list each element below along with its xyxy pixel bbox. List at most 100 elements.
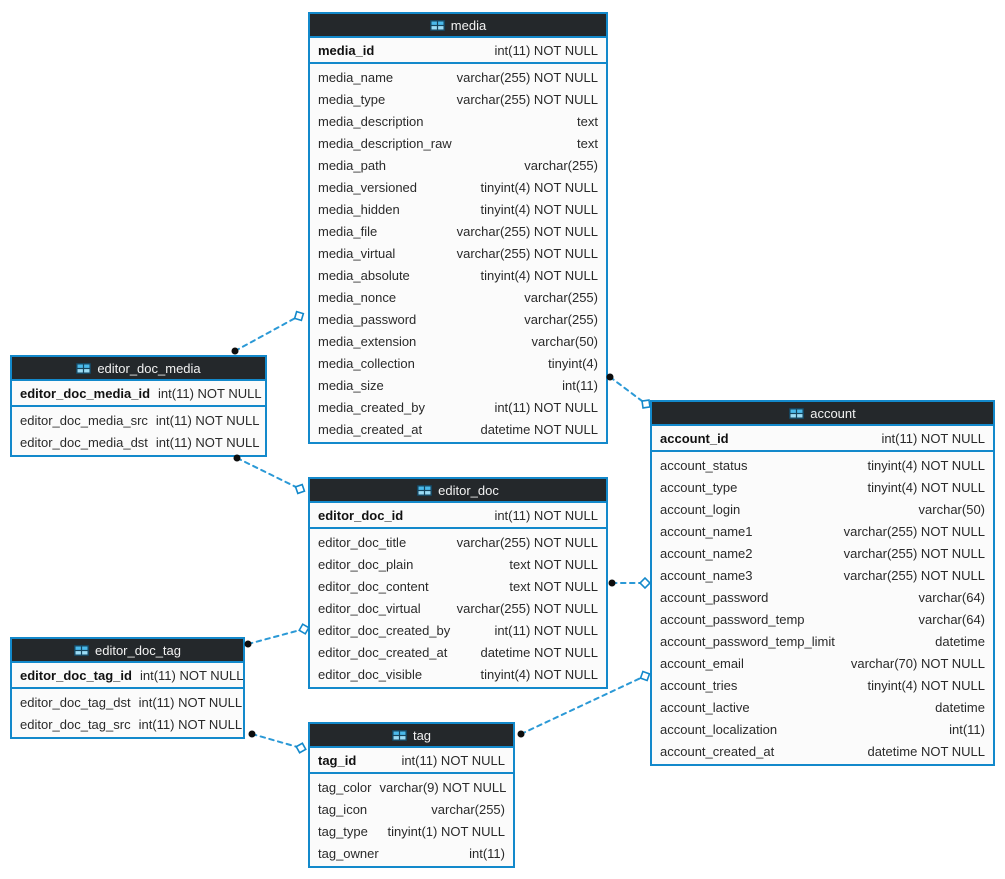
column-name: account_type — [660, 479, 738, 495]
table-header[interactable]: tag — [310, 724, 513, 748]
table-header[interactable]: media — [310, 14, 606, 38]
column-name: editor_doc_title — [318, 534, 407, 550]
column-type: int(11) NOT NULL — [401, 752, 505, 768]
column-name: media_password — [318, 311, 417, 327]
relationship-line[interactable] — [609, 376, 647, 405]
table-title: tag — [412, 727, 432, 743]
column-type: tinyint(4) — [548, 355, 598, 371]
column-row[interactable]: account_type tinyint(4) NOT NULL — [652, 476, 993, 498]
column-name: account_password — [660, 589, 769, 605]
column-type: varchar(255) NOT NULL — [843, 545, 985, 561]
relationship-editor_doc_tag-tag — [248, 730, 307, 754]
relationship-line[interactable] — [247, 628, 305, 645]
table-icon — [391, 729, 407, 741]
column-name: account_created_at — [660, 743, 775, 759]
table-header[interactable]: editor_doc_tag — [12, 639, 243, 663]
table-title: editor_doc_media — [97, 360, 201, 376]
column-name: account_id — [660, 430, 729, 446]
relationship-line[interactable] — [236, 457, 301, 490]
table-header[interactable]: editor_doc_media — [12, 357, 265, 381]
column-type: text NOT NULL — [509, 578, 598, 594]
relationship-line[interactable] — [520, 675, 646, 735]
column-type: int(11) NOT NULL — [139, 667, 244, 683]
column-type: varchar(50) — [918, 501, 985, 517]
column-name: editor_doc_tag_src — [20, 716, 131, 732]
column-name: media_versioned — [318, 179, 418, 195]
column-type: varchar(50) — [531, 333, 598, 349]
table-header[interactable]: account — [652, 402, 993, 426]
column-type: varchar(70) NOT NULL — [850, 655, 985, 671]
table-header[interactable]: editor_doc — [310, 479, 606, 503]
column-name: account_lactive — [660, 699, 750, 715]
column-type: int(11) NOT NULL — [158, 385, 262, 401]
column-type: tinyint(4) NOT NULL — [867, 479, 985, 495]
column-type: int(11) NOT NULL — [494, 622, 598, 638]
relationship-line[interactable] — [251, 733, 302, 749]
relationship-line[interactable] — [234, 315, 300, 352]
column-name: media_created_at — [318, 421, 423, 437]
relationship-endpoint-diamond — [294, 483, 306, 495]
column-name: media_hidden — [318, 201, 400, 217]
column-type: text NOT NULL — [509, 556, 598, 572]
